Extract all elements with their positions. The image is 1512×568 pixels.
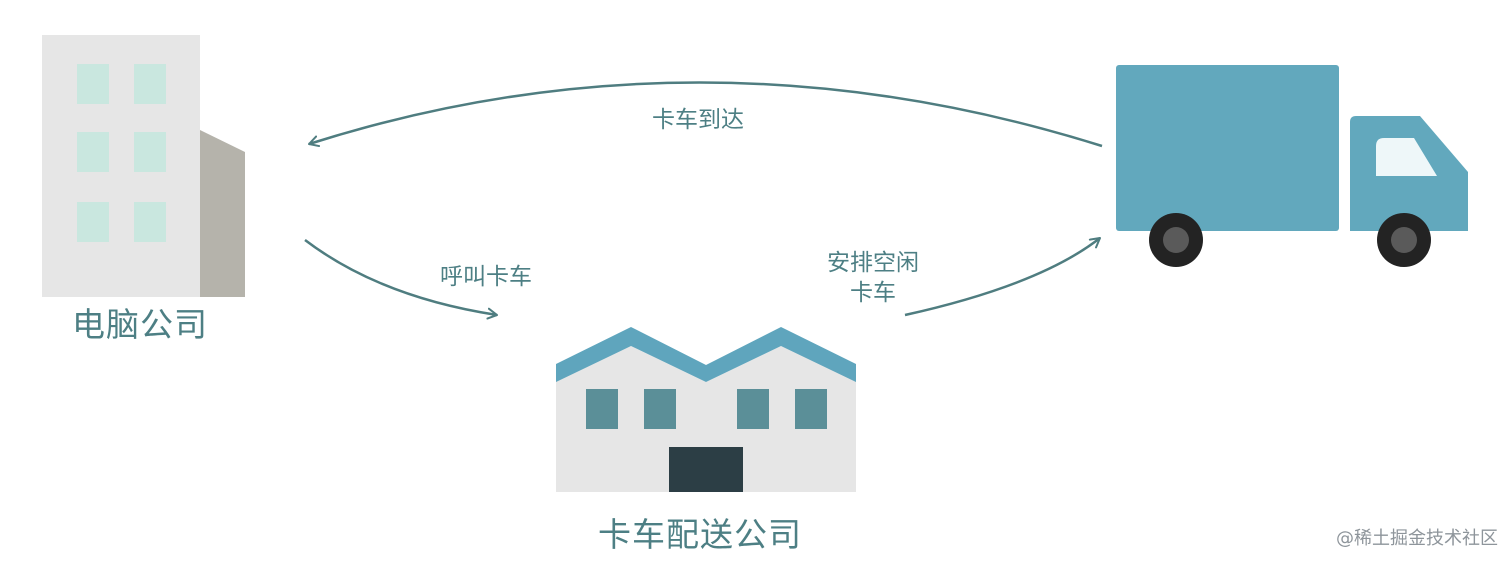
truck-arrives-label: 卡车到达	[652, 107, 744, 133]
assign-truck-label: 安排空闲 卡车	[827, 248, 919, 308]
assign-truck-label-line2: 卡车	[850, 280, 896, 306]
call-truck-label: 呼叫卡车	[440, 264, 532, 290]
arrow-truck-arrives	[308, 81, 1103, 148]
assign-truck-label-line1: 安排空闲	[827, 250, 919, 276]
warehouse-icon	[556, 327, 856, 492]
truck-company-label: 卡车配送公司	[598, 515, 802, 554]
arrow-assign-truck	[904, 237, 1101, 317]
watermark: @稀土掘金技术社区	[1336, 528, 1498, 549]
delivery-truck-icon	[1116, 65, 1468, 267]
computer-company-label: 电脑公司	[72, 305, 208, 344]
arrow-call-truck	[304, 239, 498, 320]
office-building-icon	[42, 35, 245, 297]
